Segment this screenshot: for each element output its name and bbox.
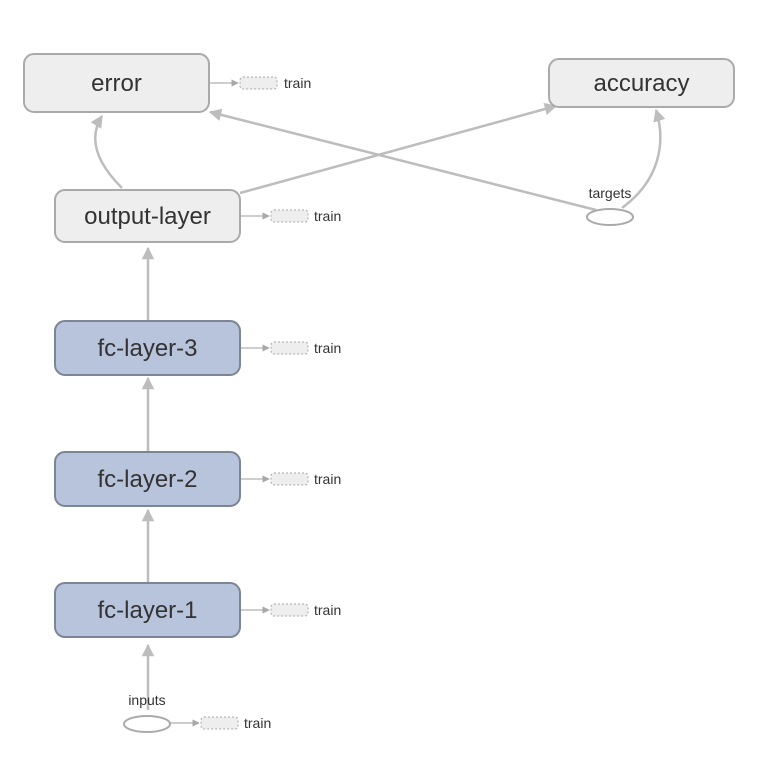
node-error[interactable]: error xyxy=(23,53,210,113)
train-link-fc-layer-2[interactable]: train xyxy=(241,471,341,487)
train-link-inputs[interactable]: train xyxy=(170,715,271,731)
node-fc-layer-1-box xyxy=(54,582,241,638)
train-link-error[interactable]: train xyxy=(210,75,311,91)
train-label-error: train xyxy=(284,75,311,91)
train-label-fc-layer-3: train xyxy=(314,340,341,356)
edge-targets-to-error xyxy=(208,108,597,212)
node-error-box xyxy=(23,53,210,113)
node-fc-layer-3[interactable]: fc-layer-3 xyxy=(54,320,241,376)
train-link-output-layer[interactable]: train xyxy=(241,208,341,224)
node-targets-label: targets xyxy=(589,185,632,201)
node-output-layer[interactable]: output-layer xyxy=(54,189,241,243)
node-error-label: error xyxy=(91,70,142,97)
node-targets-ellipse xyxy=(586,208,634,226)
node-fc-layer-2-box xyxy=(54,451,241,507)
node-fc-layer-2[interactable]: fc-layer-2 xyxy=(54,451,241,507)
node-inputs-label: inputs xyxy=(128,692,165,708)
node-fc-layer-1-label: fc-layer-1 xyxy=(97,597,197,624)
node-inputs-ellipse xyxy=(123,715,171,733)
train-label-fc-layer-1: train xyxy=(314,602,341,618)
train-link-fc-layer-3[interactable]: train xyxy=(241,340,341,356)
node-fc-layer-3-box xyxy=(54,320,241,376)
train-box-output-layer xyxy=(270,209,309,223)
node-fc-layer-3-label: fc-layer-3 xyxy=(97,335,197,362)
node-accuracy-box xyxy=(548,58,735,108)
edge-output-layer-to-error xyxy=(90,114,123,189)
node-output-layer-label: output-layer xyxy=(84,203,211,230)
node-accuracy[interactable]: accuracy xyxy=(548,58,735,108)
node-targets[interactable]: targets xyxy=(586,185,634,226)
node-output-layer-box xyxy=(54,189,241,243)
train-label-fc-layer-2: train xyxy=(314,471,341,487)
node-fc-layer-1[interactable]: fc-layer-1 xyxy=(54,582,241,638)
node-inputs[interactable]: inputs xyxy=(123,692,171,733)
train-box-fc-layer-3 xyxy=(270,341,309,355)
train-box-inputs xyxy=(200,716,239,730)
train-box-error xyxy=(239,76,278,90)
edge-targets-to-accuracy xyxy=(621,108,666,210)
node-fc-layer-2-label: fc-layer-2 xyxy=(97,466,197,493)
train-label-output-layer: train xyxy=(314,208,341,224)
node-accuracy-label: accuracy xyxy=(593,70,689,97)
train-label-inputs: train xyxy=(244,715,271,731)
train-box-fc-layer-2 xyxy=(270,472,309,486)
train-link-fc-layer-1[interactable]: train xyxy=(241,602,341,618)
train-box-fc-layer-1 xyxy=(270,603,309,617)
edge-output-layer-to-accuracy xyxy=(239,102,558,195)
edges xyxy=(90,102,666,710)
